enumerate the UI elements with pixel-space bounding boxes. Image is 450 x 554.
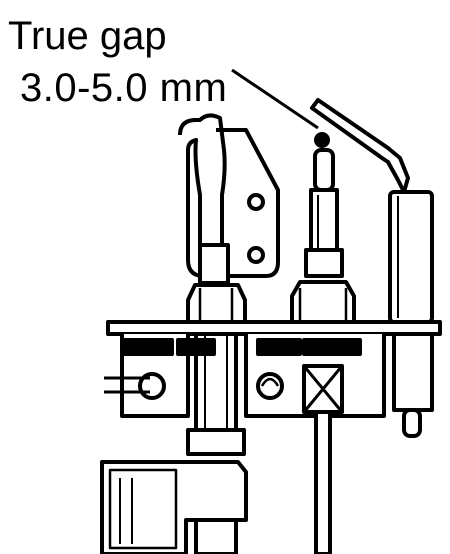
pilot-hood (178, 113, 280, 278)
gas-supply-fitting (100, 460, 248, 554)
gap-label-title: True gap (8, 14, 167, 58)
leader-line (231, 68, 319, 130)
thermocouple (290, 132, 356, 324)
pilot-orifice-nut (302, 364, 344, 554)
spark-electrode (310, 98, 434, 438)
bracket-screws (104, 372, 284, 400)
mounting-bracket (106, 320, 442, 418)
hood-nut (186, 243, 247, 324)
gap-label-value: 3.0-5.0 mm (20, 66, 228, 110)
